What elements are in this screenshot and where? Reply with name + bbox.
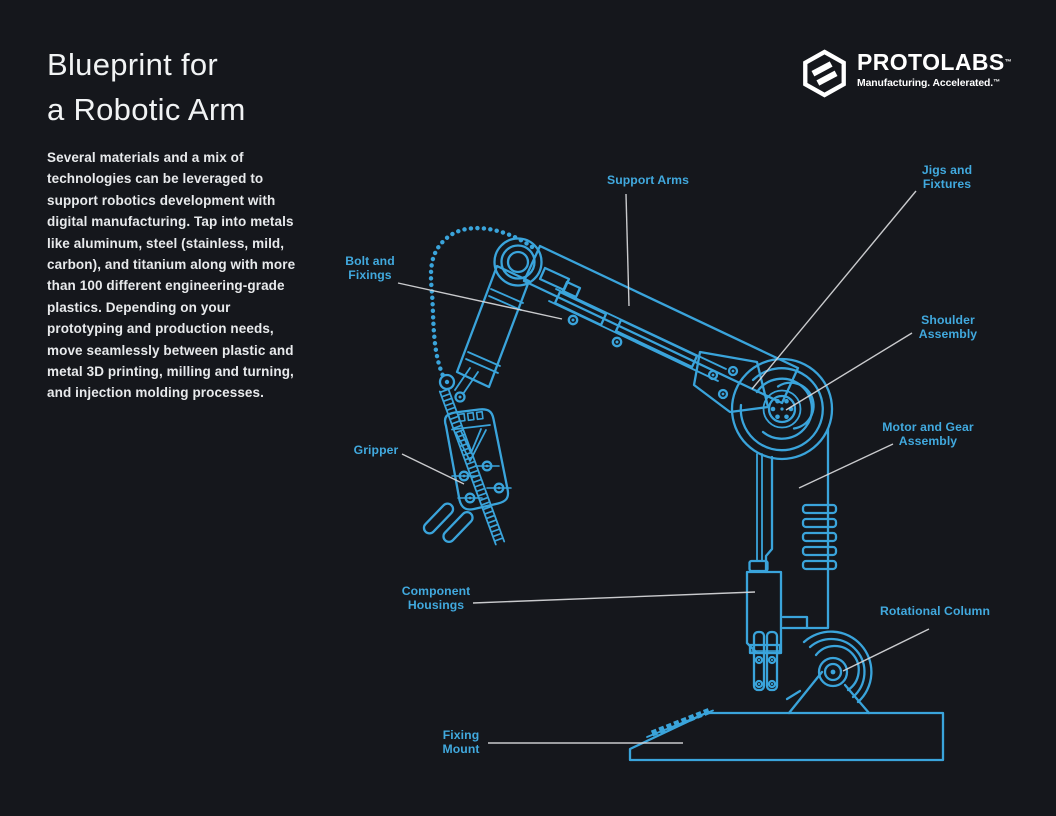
logo-wordmark: PROTOLABS™ <box>857 49 1012 75</box>
callout-line: Fixtures <box>922 177 972 191</box>
leader-support-arms <box>625 193 630 307</box>
gripper-assembly <box>422 387 512 546</box>
rivet-strip <box>646 708 714 738</box>
leader-bolt-and-fixings <box>397 282 563 320</box>
callout-line: Component <box>401 584 471 598</box>
page-title: Blueprint for a Robotic Arm <box>47 42 246 132</box>
callout-line: Jigs and <box>921 163 973 177</box>
logo-tagline: Manufacturing. Accelerated.™ <box>857 78 1000 89</box>
logo-wordmark-text: PROTOLABS <box>857 49 1005 75</box>
callout-rotational-column: Rotational Column <box>880 604 990 618</box>
callout-line: Fixing <box>442 728 480 742</box>
callout-line: Shoulder <box>921 313 975 327</box>
base-hub <box>802 630 873 704</box>
callout-support-arms: Support Arms <box>607 173 689 187</box>
callout-line: Support Arms <box>606 173 690 187</box>
tagline-trademark: ™ <box>993 79 1000 86</box>
callout-line: Bolt and <box>345 254 395 268</box>
callout-bolt-and-fixings: Bolt and Fixings <box>345 254 395 282</box>
leader-jigs-and-fixtures <box>751 190 917 390</box>
callout-line: Assembly <box>918 327 978 341</box>
callout-fixing-mount: Fixing Mount <box>442 728 479 756</box>
leader-lines <box>397 190 930 744</box>
callout-line: Rotational Column <box>879 604 991 618</box>
mounting-plates <box>748 630 782 692</box>
intro-paragraph: Several materials and a mix of technolog… <box>47 150 296 401</box>
title-line: Blueprint for <box>47 47 219 82</box>
protolabs-logo: PROTOLABS™ Manufacturing. Accelerated.™ <box>802 49 1012 103</box>
shoulder-assembly-drawing <box>730 357 834 461</box>
base-plate <box>628 670 945 762</box>
logo-trademark: ™ <box>1004 59 1012 66</box>
cooling-fins <box>801 503 838 571</box>
leader-component-housings <box>472 591 756 604</box>
leader-rotational-column <box>842 628 930 672</box>
logo-tagline-text: Manufacturing. Accelerated. <box>857 78 994 89</box>
column <box>745 427 830 655</box>
callout-component-housings: Component Housings <box>402 584 471 612</box>
callout-line: Housings <box>407 598 465 612</box>
logo-text: PROTOLABS™ Manufacturing. Accelerated.™ <box>857 49 1012 89</box>
upper-arm-beam <box>522 244 800 405</box>
leader-shoulder-assembly <box>785 332 913 411</box>
cable-dashed <box>428 225 535 381</box>
callout-line: Assembly <box>898 434 958 448</box>
protolabs-hexagon-icon <box>802 49 847 103</box>
callout-jigs-and-fixtures: Jigs and Fixtures <box>922 163 972 191</box>
callout-line: Motor and Gear <box>882 420 974 434</box>
leader-gripper <box>401 453 465 485</box>
title-line: a Robotic Arm <box>47 92 246 127</box>
callout-line: Gripper <box>353 443 399 457</box>
leader-motor-and-gear <box>798 443 894 489</box>
callout-motor-and-gear-assembly: Motor and Gear Assembly <box>882 420 973 448</box>
elbow-joint <box>493 237 543 287</box>
callout-shoulder-assembly: Shoulder Assembly <box>919 313 977 341</box>
callout-gripper: Gripper <box>354 443 399 457</box>
callout-line: Mount <box>442 742 480 756</box>
forearm-actuator <box>454 264 531 395</box>
callout-line: Fixings <box>348 268 392 282</box>
